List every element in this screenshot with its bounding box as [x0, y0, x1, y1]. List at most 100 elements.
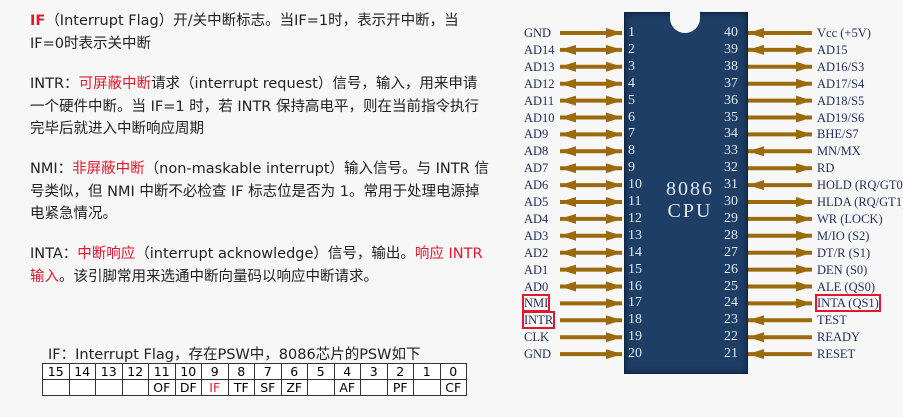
pin-label-ad8: AD8 [524, 144, 549, 159]
pin-label-nmi: NMI [521, 294, 551, 313]
pin-number-25: 25 [724, 278, 738, 294]
pin-number-37: 37 [724, 75, 738, 91]
pin-arrow-40 [748, 28, 812, 38]
pin-arrow-24 [748, 298, 812, 309]
psw-flag-4: AF [333, 379, 361, 396]
pin-number-12: 12 [628, 210, 642, 226]
pin-number-6: 6 [628, 109, 635, 125]
psw-flag-2: PF [386, 379, 414, 396]
pin-label-hlda-rq-gt1-: HLDA (RQ/GT1) [817, 195, 903, 209]
pin-arrow-4 [560, 78, 622, 89]
pin-number-14: 14 [628, 244, 642, 260]
pin-arrow-38 [748, 61, 812, 72]
psw-bit-4: 4 [333, 363, 361, 380]
psw-bit-3: 3 [360, 363, 388, 380]
inta-highlight-2: 响应 INTR 输入 [30, 246, 483, 285]
nmi-paragraph: NMI：非屏蔽中断（non-maskable interrupt）输入信号。与 … [30, 158, 490, 226]
pin-number-19: 19 [628, 329, 642, 345]
cpu-chip [624, 12, 748, 374]
pin-label-m-io-s2-: M/IO (S2) [817, 228, 870, 243]
pin-number-39: 39 [724, 41, 738, 57]
pin-label-intr: INTR [521, 311, 556, 330]
pin-arrow-17 [560, 298, 622, 309]
psw-bit-1: 1 [413, 363, 441, 380]
intr-term: INTR： [30, 76, 79, 92]
if-paragraph: IF（Interrupt Flag）开/关中断标志。当IF=1时，表示开中断，当… [30, 10, 490, 55]
psw-caption: IF：Interrupt Flag，存在PSW中，8086芯片的PSW如下 [48, 347, 421, 363]
psw-bit-14: 14 [68, 363, 96, 380]
pin-number-22: 22 [724, 329, 738, 345]
pin-number-32: 32 [724, 160, 738, 176]
pin-arrow-20 [560, 349, 622, 360]
pin-number-34: 34 [724, 126, 738, 142]
pin-number-3: 3 [628, 58, 635, 74]
pin-label-rd: RD [817, 161, 835, 176]
pin-label-inta-qs1-: INTA (QS1) [815, 294, 881, 313]
psw-bit-15: 15 [42, 363, 70, 380]
pin-arrow-29 [748, 213, 812, 224]
pin-label-ad4: AD4 [524, 211, 549, 226]
pin-arrow-18 [560, 315, 622, 326]
pin-label-vcc-5v-: Vcc (+5V) [817, 26, 871, 40]
pin-arrow-8 [560, 146, 622, 157]
pin-label-ad13: AD13 [524, 59, 555, 74]
psw-flag-0: CF [439, 379, 467, 396]
pin-number-27: 27 [724, 244, 738, 260]
psw-flag-9: IF [201, 379, 229, 396]
intr-text: 请求（interrupt request）信号，输入，用来申请一个硬件中断。当 … [30, 76, 479, 137]
pin-arrow-25 [748, 281, 812, 292]
psw-bit-10: 10 [174, 363, 202, 380]
pin-number-23: 23 [724, 312, 738, 328]
pin-label-ad3: AD3 [524, 228, 549, 243]
pin-label-hold-rq-gt0-: HOLD (RQ/GT0) [817, 178, 903, 193]
pin-number-30: 30 [724, 194, 738, 209]
pin-label-ad17-s4: AD17/S4 [817, 76, 865, 91]
pin-arrow-37 [748, 78, 812, 89]
psw-flag-6: ZF [280, 379, 308, 396]
pin-arrow-15 [560, 264, 622, 275]
pin-arrow-32 [748, 163, 812, 174]
psw-flag-5 [307, 379, 335, 396]
inta-term: INTA： [30, 246, 78, 262]
pin-number-16: 16 [628, 278, 642, 294]
inta-text-2: 。该引脚常用来选通中断向量码以响应中断请求。 [59, 268, 378, 285]
pin-arrow-12 [560, 213, 622, 224]
pin-arrow-22 [748, 332, 812, 343]
chip-sub: CPU [667, 200, 713, 222]
pin-arrow-3 [560, 61, 622, 72]
pin-number-10: 10 [628, 177, 642, 193]
pin-label-ready: READY [817, 330, 861, 345]
pin-number-20: 20 [628, 346, 642, 362]
psw-bit-12: 12 [121, 363, 149, 380]
inta-highlight: 中断响应 [77, 246, 136, 262]
if-text: （Interrupt Flag）开/关中断标志。当IF=1时，表示开中断，当IF… [30, 13, 459, 52]
pin-arrow-19 [560, 332, 622, 343]
pin-arrow-31 [748, 180, 812, 191]
pin-label-ad6: AD6 [524, 178, 549, 193]
nmi-text: （non-maskable interrupt）输入信号。与 INTR 信号类似… [30, 161, 489, 222]
pin-number-26: 26 [724, 261, 738, 277]
psw-bit-8: 8 [227, 363, 255, 380]
pin-label-ad9: AD9 [524, 127, 549, 142]
pin-number-36: 36 [724, 92, 738, 108]
pin-arrow-16 [560, 281, 622, 292]
pin-arrow-14 [560, 247, 622, 258]
pin-number-8: 8 [628, 143, 635, 159]
nmi-term: NMI： [30, 161, 73, 177]
pin-number-18: 18 [628, 312, 642, 328]
intr-highlight: 可屏蔽中断 [78, 76, 152, 92]
pin-number-35: 35 [724, 109, 738, 125]
pin-arrow-36 [748, 95, 812, 106]
psw-bit-5: 5 [307, 363, 335, 380]
pin-number-40: 40 [724, 25, 738, 40]
pin-number-4: 4 [628, 75, 635, 91]
pin-label-ad16-s3: AD16/S3 [817, 59, 865, 74]
psw-bit-0: 0 [439, 363, 467, 380]
psw-flag-1 [413, 379, 441, 396]
pin-label-ad7: AD7 [524, 161, 549, 176]
pin-number-38: 38 [724, 58, 738, 74]
pin-label-ad11: AD11 [524, 93, 555, 108]
